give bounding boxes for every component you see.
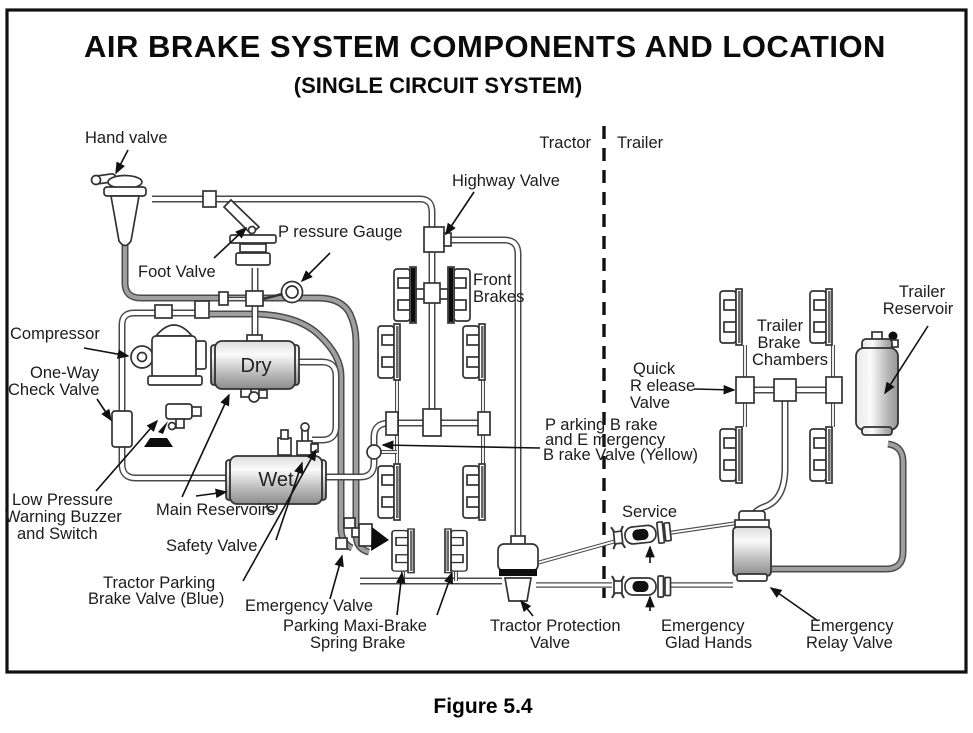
label-hand-valve: Hand valve bbox=[85, 129, 168, 147]
label-emergency-glad: Emergency bbox=[661, 617, 745, 635]
label-trailer-reservoir-2: Reservoir bbox=[883, 300, 954, 318]
label-low-pressure: Low Pressure bbox=[12, 491, 113, 509]
label-one-way-2: Check Valve bbox=[8, 381, 99, 399]
label-main-reservoirs: Main Reservoirs bbox=[156, 501, 275, 519]
label-foot-valve: Foot Valve bbox=[138, 263, 216, 281]
leader-lines bbox=[83, 149, 929, 622]
label-parking-emergency: P arking B rake bbox=[545, 416, 658, 434]
label-highway-valve: Highway Valve bbox=[452, 172, 560, 190]
label-parking-emergency-3: B rake Valve (Yellow) bbox=[543, 446, 698, 464]
label-tractor-parking-2: Brake Valve (Blue) bbox=[88, 590, 224, 608]
label-trailer: Trailer bbox=[617, 134, 664, 152]
label-tractor: Tractor bbox=[539, 134, 591, 152]
compressor bbox=[130, 324, 207, 386]
low-pressure-warning-buzzer bbox=[144, 403, 202, 447]
labels: Hand valve Tractor Trailer Highway Valve… bbox=[5, 129, 954, 652]
flow-arrow bbox=[371, 527, 389, 551]
label-parking-maxi: Parking Maxi-Brake bbox=[283, 617, 427, 635]
label-quick-release-2: R elease bbox=[630, 377, 695, 395]
label-dry: Dry bbox=[240, 355, 271, 377]
label-parking-emergency-2: and E mergency bbox=[545, 431, 666, 449]
hand-valve bbox=[90, 173, 147, 247]
label-compressor: Compressor bbox=[10, 325, 100, 343]
emergency-relay-valve bbox=[732, 510, 772, 582]
emergency-valve bbox=[335, 517, 389, 551]
page-title: AIR BRAKE SYSTEM COMPONENTS AND LOCATION bbox=[84, 29, 886, 64]
label-service: Service bbox=[622, 503, 677, 521]
label-quick-release-3: Valve bbox=[630, 394, 670, 412]
highway-valve bbox=[423, 226, 452, 253]
parking-emergency-brake-valve bbox=[366, 444, 382, 460]
pressure-gauge bbox=[262, 280, 304, 304]
label-pressure-gauge: P ressure Gauge bbox=[278, 223, 402, 241]
label-one-way: One-Way bbox=[30, 364, 100, 382]
label-low-pressure-3: and Switch bbox=[17, 525, 98, 543]
label-emergency-valve: Emergency Valve bbox=[245, 597, 373, 615]
label-trailer-reservoir: Trailer bbox=[899, 283, 946, 301]
pipe-fittings bbox=[154, 190, 491, 513]
label-emergency-relay-2: Relay Valve bbox=[806, 634, 893, 652]
label-emergency-glad-2: Glad Hands bbox=[665, 634, 752, 652]
label-parking-maxi-2: Spring Brake bbox=[310, 634, 405, 652]
label-trailer-brake-3: Chambers bbox=[752, 351, 828, 369]
label-low-pressure-2: Warning Buzzer bbox=[5, 508, 122, 526]
label-front-brakes-2: Brakes bbox=[473, 288, 524, 306]
label-tractor-parking: Tractor Parking bbox=[103, 574, 215, 592]
label-emergency-relay: Emergency bbox=[810, 617, 894, 635]
dry-reservoir-tank: Dry bbox=[210, 340, 300, 390]
label-safety-valve: Safety Valve bbox=[166, 537, 257, 555]
label-quick-release: Quick bbox=[633, 360, 676, 378]
label-tractor-protection: Tractor Protection bbox=[490, 617, 621, 635]
figure-caption: Figure 5.4 bbox=[433, 695, 533, 718]
quick-release-valve bbox=[735, 376, 843, 404]
label-front-brakes: Front bbox=[473, 271, 512, 289]
one-way-check-valve bbox=[111, 410, 133, 448]
label-trailer-brake-2: Brake bbox=[757, 334, 800, 352]
label-wet: Wet bbox=[258, 469, 294, 491]
page-subtitle: (SINGLE CIRCUIT SYSTEM) bbox=[294, 73, 582, 98]
label-trailer-brake: Trailer bbox=[757, 317, 804, 335]
trailer-reservoir bbox=[855, 331, 899, 436]
label-tractor-protection-2: Valve bbox=[530, 634, 570, 652]
